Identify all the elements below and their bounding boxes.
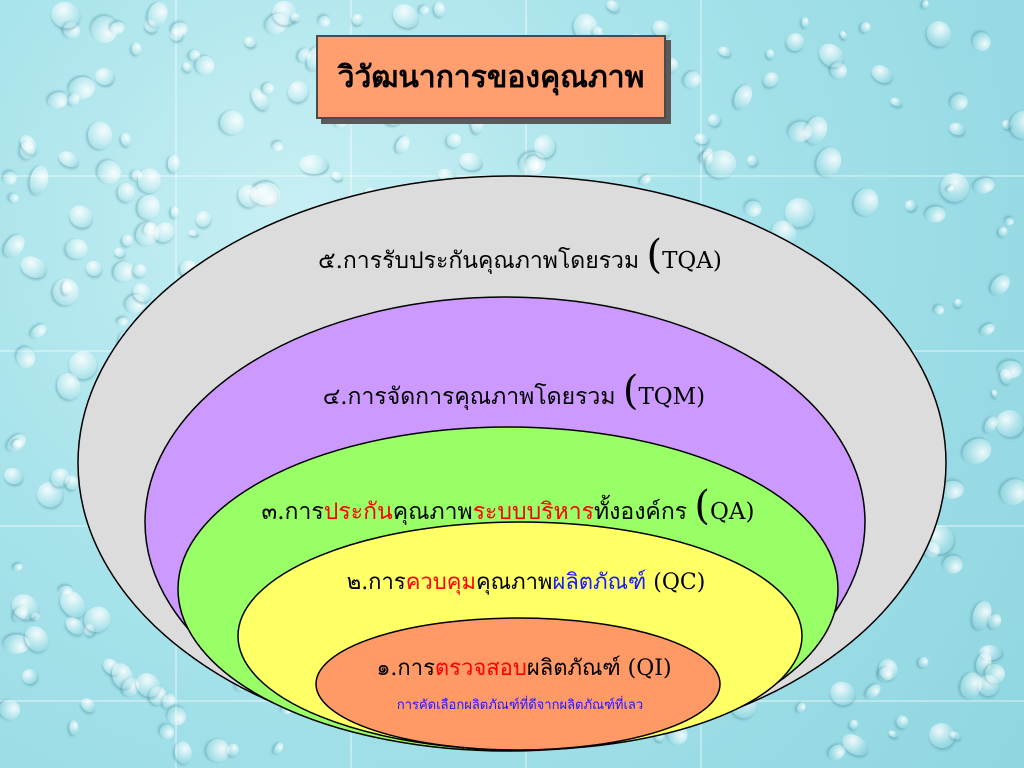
level-1-ellipse [315, 617, 721, 751]
level-1-note: การคัดเลือกผลิตภัณฑ์ที่ดีจากผลิตภัณฑ์ที่… [396, 698, 644, 713]
title-box: วิวัฒนาการของคุณภาพ [316, 35, 666, 119]
level-5-label: ๕.การรับประกันคุณภาพโดยรวม (TQA) [318, 232, 722, 278]
level-2-label: ๒.การควบคุมคุณภาพผลิตภัณฑ์ (QC) [346, 570, 706, 595]
level-4-label: ๔.การจัดการคุณภาพโดยรวม (TQM) [322, 368, 706, 414]
level-3-label: ๓.การประกันคุณภาพระบบบริหารทั้งองค์กร (Q… [261, 483, 755, 529]
page-title: วิวัฒนาการของคุณภาพ [337, 59, 645, 95]
level-1-label: ๑.การตรวจสอบผลิตภัณฑ์ (QI) [376, 656, 672, 681]
